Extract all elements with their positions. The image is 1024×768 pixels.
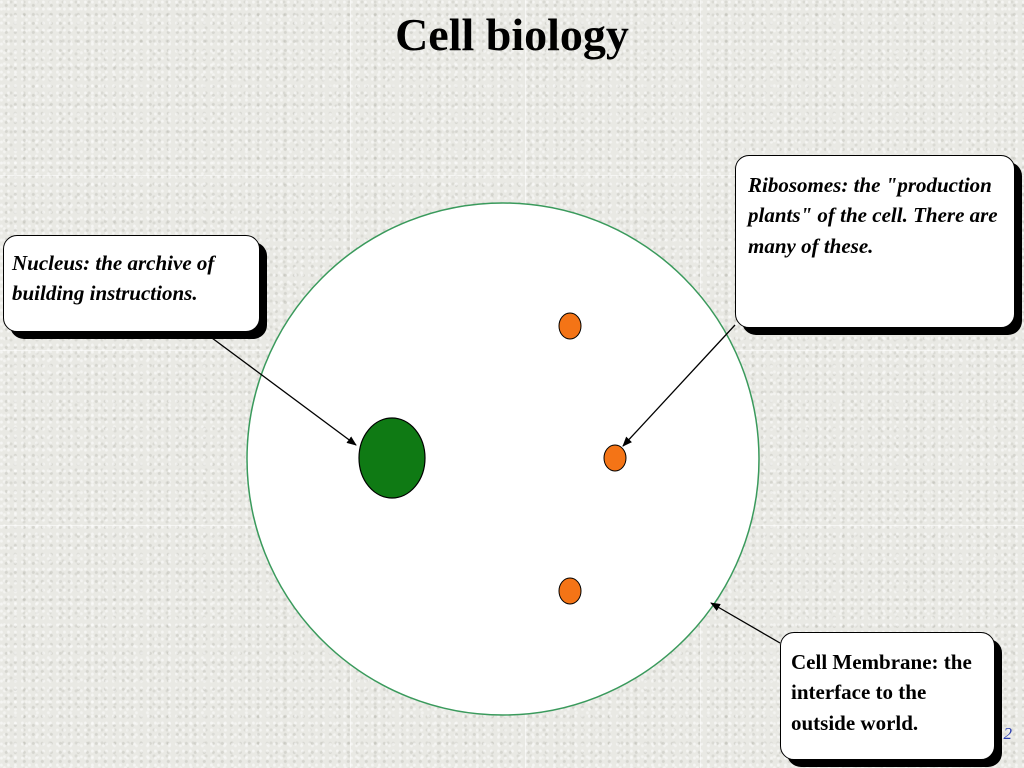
ribosome [558,312,582,340]
nucleus-arrow [211,337,357,446]
ribosomes-callout: Ribosomes: the "production plants" of th… [735,155,1015,328]
ribosome-arrow [622,324,736,447]
page-number: 2 [1003,724,1013,743]
membrane-callout: Cell Membrane: the interface to the outs… [780,632,995,760]
ribosome [558,577,582,605]
nucleus [358,417,426,499]
slide-title: Cell biology [395,9,629,60]
ribosome [603,444,627,472]
cell-membrane [246,202,760,716]
nucleus-callout: Nucleus: the archive of building instruc… [3,235,260,332]
membrane-arrow [710,602,781,644]
